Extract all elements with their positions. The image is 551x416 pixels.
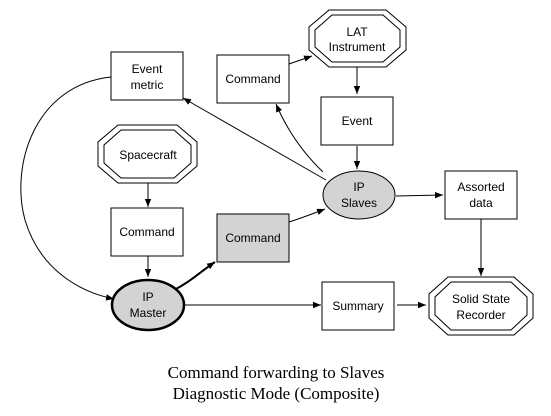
node-command-shaded: Command xyxy=(216,213,290,263)
edge-eventmetric-to-master xyxy=(20,76,115,301)
node-label: Slaves xyxy=(341,196,377,210)
edge-master-to-shaded-command xyxy=(173,261,216,291)
edge-slaves-to-command xyxy=(275,103,324,173)
node-command-left: Command xyxy=(110,207,184,257)
node-event-metric: Event metric xyxy=(110,51,184,101)
edge-command-to-lat xyxy=(288,55,313,65)
node-label: Event xyxy=(342,114,373,128)
node-label: Spacecraft xyxy=(119,148,177,162)
node-label: Solid State xyxy=(452,292,510,306)
node-label: metric xyxy=(131,78,164,92)
edge-shaded-command-to-slaves xyxy=(288,208,326,223)
node-assorted-data: Assorted data xyxy=(444,170,518,220)
node-summary: Summary xyxy=(321,281,395,331)
node-label: Summary xyxy=(332,299,383,313)
node-label: Recorder xyxy=(456,308,505,322)
node-label: LAT xyxy=(346,25,368,39)
node-label: Assorted xyxy=(457,180,504,194)
caption-line-2: Diagnostic Mode (Composite) xyxy=(173,384,380,403)
node-label: IP xyxy=(353,180,364,194)
node-label: Master xyxy=(130,306,167,320)
node-label: Command xyxy=(119,225,174,239)
edge-slaves-to-assorted xyxy=(395,191,444,199)
node-lat-instrument: LAT Instrument xyxy=(308,9,407,68)
node-event: Event xyxy=(320,96,394,146)
node-label: Instrument xyxy=(329,40,386,54)
node-spacecraft: Spacecraft xyxy=(97,124,198,184)
node-label: Command xyxy=(225,72,280,86)
edge-slaves-to-eventmetric xyxy=(182,97,327,181)
caption-line-1: Command forwarding to Slaves xyxy=(168,363,385,382)
node-label: data xyxy=(469,196,493,210)
node-ip-master: IP Master xyxy=(110,278,186,332)
node-label: IP xyxy=(142,290,153,304)
node-command-top: Command xyxy=(216,54,290,104)
node-label: Command xyxy=(225,231,280,245)
node-label: Event xyxy=(132,62,163,76)
node-ip-slaves: IP Slaves xyxy=(322,170,396,220)
edges xyxy=(20,55,485,309)
node-solid-state-recorder: Solid State Recorder xyxy=(428,276,534,336)
